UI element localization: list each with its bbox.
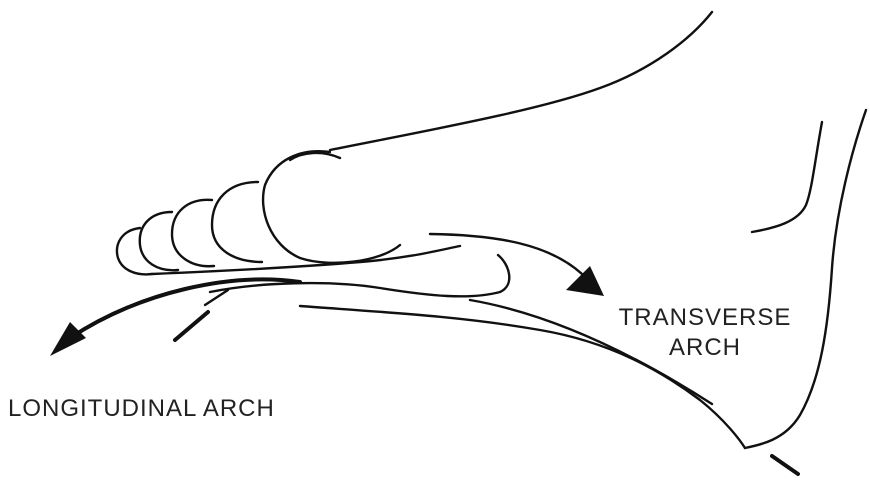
longitudinal-arrow-head <box>50 322 86 356</box>
longitudinal-arch-label: LONGITUDINAL ARCH <box>8 394 275 424</box>
ankle-bone-outline <box>752 122 822 232</box>
sole-short-stroke <box>205 290 228 305</box>
toe-3-outline <box>172 200 214 266</box>
transverse-arrow-shaft <box>430 234 582 274</box>
big-toe-outline <box>263 151 400 263</box>
heel-back-outline <box>745 110 866 448</box>
toe-5-outline <box>117 228 152 274</box>
tick-mark-forefoot <box>175 312 208 340</box>
transverse-arch-label: TRANSVERSE ARCH <box>610 303 800 363</box>
tick-mark-heel <box>772 456 798 474</box>
toe-2-outline <box>212 182 262 262</box>
transverse-label-line1: TRANSVERSE <box>610 303 800 333</box>
transverse-arrow-head <box>566 266 604 296</box>
foot-top-outline <box>330 12 712 150</box>
transverse-label-line2: ARCH <box>610 333 800 363</box>
